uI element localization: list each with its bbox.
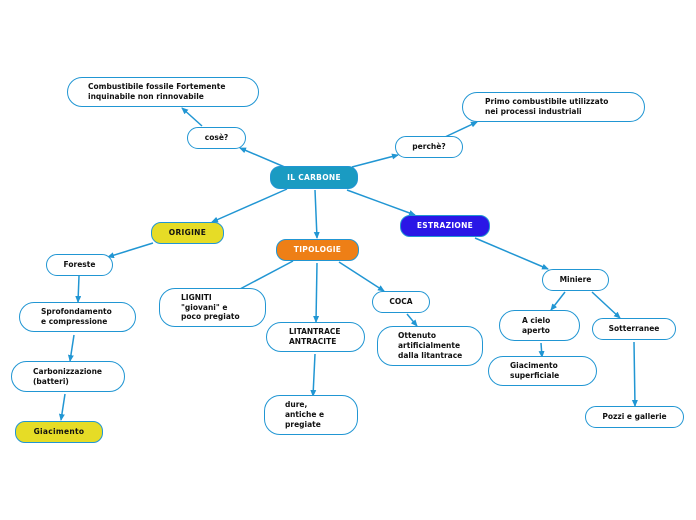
- node-carbonizzazione[interactable]: Carbonizzazione (batteri): [11, 361, 125, 392]
- link-estrazione-miniere: [474, 237, 549, 270]
- link-miniere-sotterranee: [591, 291, 621, 319]
- node-a-cielo-aperto[interactable]: A cielo aperto: [499, 310, 580, 341]
- node-dure[interactable]: dure, antiche e pregiate: [264, 395, 358, 435]
- link-tipologie-litantrace: [313, 262, 320, 323]
- node-perche[interactable]: perchè?: [395, 136, 463, 158]
- link-root-perche: [351, 153, 399, 168]
- link-root-origine: [211, 188, 288, 223]
- node-definizione[interactable]: Combustibile fossile Fortemente inquinab…: [67, 77, 259, 107]
- link-root-estrazione: [346, 189, 416, 216]
- link-sprofondamento-carbonizzazione: [67, 334, 75, 362]
- link-foreste-sprofondamento: [75, 275, 82, 303]
- link-root-cose: [239, 147, 288, 169]
- node-giacimento-superficiale[interactable]: Giacimento superficiale: [488, 356, 597, 386]
- node-miniere[interactable]: Miniere: [542, 269, 609, 291]
- node-ligniti[interactable]: LIGNITI "giovani" e poco pregiato: [159, 288, 266, 327]
- node-tipologie[interactable]: TIPOLOGIE: [276, 239, 359, 261]
- node-origine[interactable]: ORIGINE: [151, 222, 224, 244]
- node-foreste[interactable]: Foreste: [46, 254, 113, 276]
- link-origine-foreste: [107, 242, 154, 259]
- link-miniere-cielo: [550, 291, 566, 311]
- node-primo-combustibile[interactable]: Primo combustibile utilizzato nei proces…: [462, 92, 645, 122]
- link-coca-ottenuto: [406, 313, 418, 327]
- link-sotterranee-pozzi: [631, 341, 638, 407]
- node-estrazione[interactable]: ESTRAZIONE: [400, 215, 490, 237]
- link-cielo-superficiale: [538, 342, 545, 358]
- node-sotterranee[interactable]: Sotterranee: [592, 318, 676, 340]
- link-tipologie-ligniti: [239, 260, 294, 290]
- node-ottenuto[interactable]: Ottenuto artificialmente dalla litantrac…: [377, 326, 483, 366]
- link-litantrace-dure: [310, 353, 317, 397]
- node-litantrace[interactable]: LITANTRACE ANTRACITE: [266, 322, 365, 352]
- link-cose-def: [181, 107, 203, 127]
- node-giacimento[interactable]: Giacimento: [15, 421, 103, 443]
- node-pozzi-gallerie[interactable]: Pozzi e gallerie: [585, 406, 684, 428]
- link-perche-primo: [444, 121, 478, 138]
- node-il-carbone[interactable]: IL CARBONE: [270, 166, 358, 189]
- link-carbonizzazione-giacimento: [58, 393, 66, 421]
- node-sprofondamento[interactable]: Sprofondamento e compressione: [19, 302, 136, 332]
- link-root-tipologie: [313, 189, 320, 239]
- link-tipologie-coca: [338, 261, 385, 292]
- node-cose[interactable]: cosè?: [187, 127, 246, 149]
- node-coca[interactable]: COCA: [372, 291, 430, 313]
